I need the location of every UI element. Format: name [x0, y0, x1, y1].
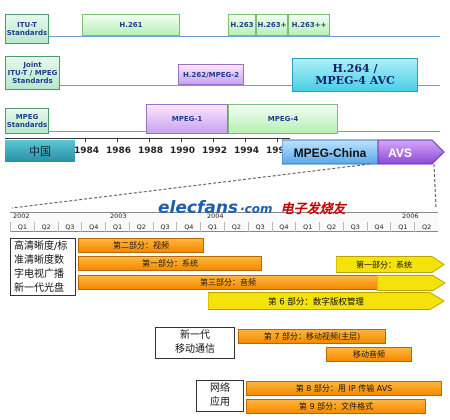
quarter-label: Q3: [57, 222, 82, 232]
task-part1-system-cont-label: 第一部分：系统: [356, 260, 412, 270]
itu-standards-box: ITU-T Standards: [5, 14, 49, 44]
timeline-axis: [5, 138, 290, 139]
category-hd-tv: 高清晰度/标 准清晰度数 字电视广播 新一代光盘: [10, 238, 76, 296]
axis-year-2004: 2004: [207, 212, 224, 220]
joint-line: [60, 85, 440, 86]
expansion-lines: [11, 163, 437, 209]
tick-199x: [277, 138, 278, 142]
quarter-label: Q2: [128, 222, 153, 232]
mpeg4-bar: MPEG-4: [228, 104, 338, 134]
china-avs-arrow: MPEG-China AVS: [282, 139, 445, 165]
h264-line2: MPEG-4 AVC: [315, 74, 395, 87]
h263plus-bar: H.263+: [256, 14, 288, 36]
tick-1994: [245, 138, 246, 142]
quarter-label: Q4: [176, 222, 200, 232]
task-part3-audio: 第三部分：音频: [78, 275, 378, 290]
mpeg-china-shape: [282, 139, 379, 165]
tick-1988: [149, 138, 150, 142]
quarter-label: Q3: [152, 222, 177, 232]
tick-1984: [85, 138, 86, 142]
logo-text-zh: 电子发烧友: [280, 202, 346, 217]
task-part6-drm-label: 第 6 部分：数字版权管理: [268, 297, 364, 308]
h264-bar: H.264 / MPEG-4 AVC: [292, 58, 418, 92]
h263-bar: H.263: [228, 14, 256, 36]
axis-year-2002: 2002: [13, 212, 30, 220]
joint-standards-box: Joint ITU-T / MPEG Standards: [5, 56, 60, 90]
task-part8-ip: 第 8 部分：用 IP 传输 AVS: [246, 381, 442, 396]
avs-label: AVS: [388, 146, 412, 160]
task-part1-system-cont: 第一部分：系统: [336, 256, 445, 273]
tick-1986: [117, 138, 118, 142]
task-part3-audio-arrow: [377, 275, 446, 291]
quarter-label: Q3: [247, 222, 272, 232]
task-part7-mobile-video: 第 7 部分：移动视频(主层): [238, 329, 386, 344]
quarter-label: Q1: [390, 222, 414, 232]
quarter-label: Q2: [414, 222, 438, 232]
task-part2-video: 第二部分：视频: [78, 238, 204, 253]
mpeg-standards-box: MPEG Standards: [5, 108, 49, 134]
quarter-label: Q1: [200, 222, 224, 232]
quarter-label: Q1: [295, 222, 319, 232]
year-1988: 1988: [138, 146, 164, 156]
logo-text-en: elecfans: [158, 198, 239, 218]
task-part6-drm: 第 6 部分：数字版权管理: [208, 292, 445, 310]
logo-text-dotcom: ·com: [240, 202, 273, 216]
quarter-label: Q2: [224, 222, 248, 232]
quarter-label: Q4: [366, 222, 391, 232]
year-1994: 1994: [234, 146, 260, 156]
year-1984: 1984: [74, 146, 100, 156]
avs-arrow-shape: [377, 139, 445, 165]
quarter-label: Q4: [271, 222, 296, 232]
category-network: 网络 应用: [196, 380, 244, 412]
year-199x: 199: [266, 146, 285, 156]
quarter-label: Q2: [319, 222, 343, 232]
h261-bar: H.261: [82, 14, 180, 36]
mpeg1-bar: MPEG-1: [146, 104, 228, 134]
quarter-label: Q1: [105, 222, 129, 232]
china-box: 中国: [5, 140, 75, 162]
mpeg-china-label: MPEG-China: [294, 146, 367, 160]
task-part1-system: 第一部分：系统: [78, 256, 262, 271]
year-1986: 1986: [106, 146, 132, 156]
h262-bar: H.262/MPEG-2: [178, 64, 244, 85]
task-mobile-audio: 移动音频: [326, 347, 412, 362]
itu-line: [49, 36, 440, 37]
axis-year-2003: 2003: [110, 212, 127, 220]
tick-1992: [213, 138, 214, 142]
h263plusplus-bar: H.263++: [288, 14, 330, 36]
quarter-label: Q3: [342, 222, 367, 232]
h264-line1: H.264 /: [332, 62, 378, 75]
task-part9-file-format: 第 9 部分：文件格式: [246, 399, 426, 414]
quarter-label: Q4: [81, 222, 105, 232]
tick-1990: [181, 138, 182, 142]
year-1992: 1992: [202, 146, 228, 156]
quarter-label: Q2: [33, 222, 58, 232]
elecfans-logo: elecfans ·com 电子发烧友: [158, 198, 346, 218]
year-1990: 1990: [170, 146, 196, 156]
category-mobile: 新一代 移动通信: [155, 327, 235, 359]
quarter-label: Q1: [10, 222, 34, 232]
axis-year-2006: 2006: [402, 212, 419, 220]
